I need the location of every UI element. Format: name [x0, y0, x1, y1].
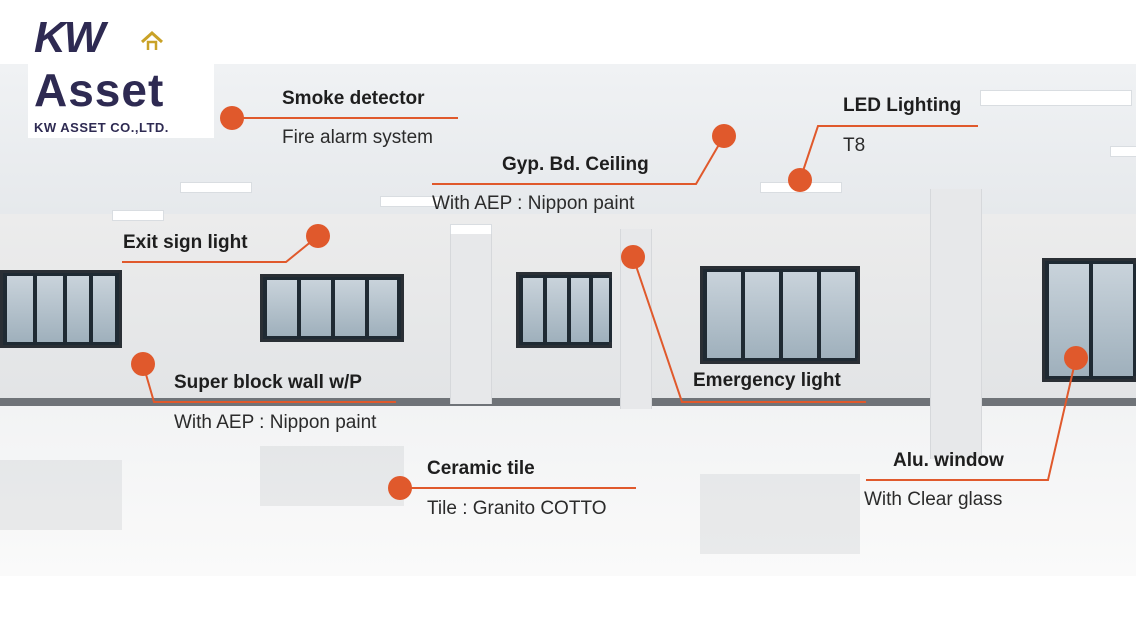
ceiling-light	[980, 90, 1132, 106]
callout-marker-smoke-detector	[220, 106, 244, 130]
pillar	[930, 189, 982, 459]
callout-title: Smoke detector	[282, 88, 425, 109]
window	[516, 272, 612, 348]
callout-subtitle: Tile : Granito COTTO	[427, 498, 607, 519]
callout-marker-led-lighting	[788, 168, 812, 192]
callout-title: Ceramic tile	[427, 458, 535, 479]
callout-title: Super block wall w/P	[174, 372, 362, 393]
callout-subtitle: With Clear glass	[864, 489, 1003, 510]
ceiling-light	[380, 196, 442, 207]
ceiling-light	[1110, 146, 1136, 157]
logo-mark: KW	[34, 13, 105, 62]
callout-marker-alu-window	[1064, 346, 1088, 370]
callout-marker-emergency-light	[621, 245, 645, 269]
callout-title: Gyp. Bd. Ceiling	[502, 154, 649, 175]
ceiling-light	[180, 182, 252, 193]
callout-title: Exit sign light	[123, 232, 248, 253]
pillar	[450, 234, 492, 404]
callout-title: Emergency light	[693, 370, 841, 391]
window	[0, 270, 122, 348]
floor-reflection	[0, 460, 122, 530]
logo-name: Asset	[34, 64, 165, 116]
wall-baseboard	[0, 398, 1136, 406]
callout-subtitle: With AEP : Nippon paint	[174, 412, 377, 433]
floor-reflection	[260, 446, 404, 506]
window	[260, 274, 404, 342]
window	[700, 266, 860, 364]
house-roof-icon	[140, 30, 164, 50]
callout-marker-exit-sign	[306, 224, 330, 248]
callout-title: Alu. window	[893, 450, 1004, 471]
callout-marker-super-block-wall	[131, 352, 155, 376]
floor-reflection	[700, 474, 860, 554]
callout-marker-ceramic-tile	[388, 476, 412, 500]
logo-company: KW ASSET CO.,LTD.	[34, 120, 169, 135]
callout-subtitle: Fire alarm system	[282, 127, 433, 148]
ceiling-light	[112, 210, 164, 221]
company-logo: KW Asset KW ASSET CO.,LTD.	[28, 12, 214, 138]
callout-marker-gyp-ceiling	[712, 124, 736, 148]
callout-subtitle: T8	[843, 135, 866, 156]
callout-title: LED Lighting	[843, 95, 962, 116]
window	[1042, 258, 1136, 382]
callout-subtitle: With AEP : Nippon paint	[432, 193, 635, 214]
